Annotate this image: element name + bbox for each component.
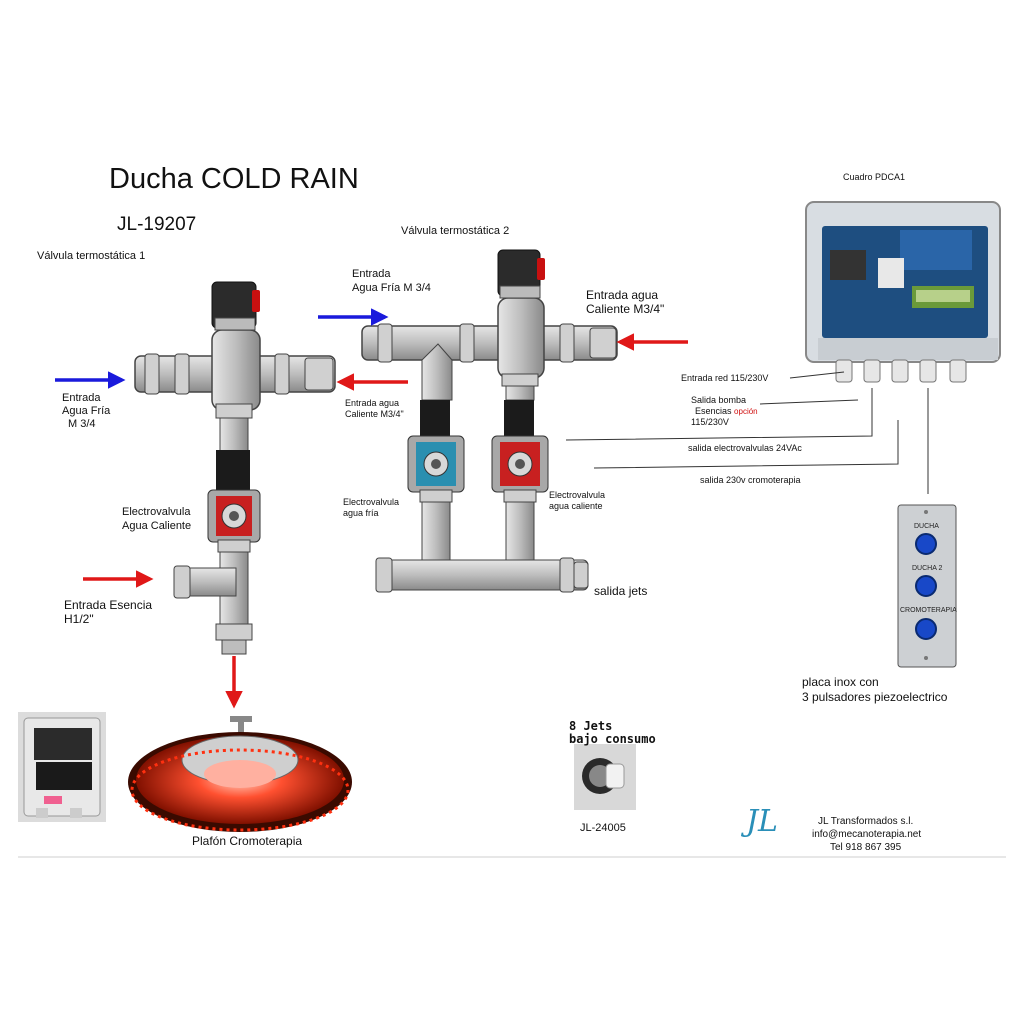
controller-photo	[18, 712, 106, 822]
chromotherapy-lamp	[128, 716, 352, 832]
button-label-ducha-2: DUCHA 2	[912, 565, 943, 572]
jets-code: JL-24005	[580, 822, 626, 834]
lamp-caption: Plafón Cromoterapia	[192, 834, 303, 848]
valve-1-hot-inlet-label: Entrada agua Caliente M3/4"	[345, 398, 404, 419]
valves-output-label: salida electrovalvulas 24VAc	[688, 443, 802, 453]
valve-2-hot-inlet-label: Entrada agua Caliente M3/4"	[586, 288, 665, 316]
button-cromoterapia	[915, 618, 937, 640]
button-ducha-2	[915, 575, 937, 597]
flow-arrows	[55, 308, 688, 709]
thermostatic-valve-1	[134, 281, 336, 655]
page-title: Ducha COLD RAIN	[109, 163, 359, 195]
valve-2-cold-inlet-label: Entrada Agua Fría M 3/4	[352, 268, 431, 294]
button-panel-caption: placa inox con 3 pulsadores piezoelectri…	[802, 675, 948, 704]
control-box-pdca1	[805, 201, 1001, 383]
jet-nozzle-photo	[574, 744, 636, 810]
button-label-cromoterapia: CROMOTERAPIA	[900, 607, 957, 614]
button-label-ducha: DUCHA	[914, 523, 939, 530]
wiring-lines	[565, 371, 929, 494]
essence-inlet-label: Entrada Esencia H1/2"	[64, 598, 153, 626]
jets-title: 8 Jets bajo consumo	[569, 719, 656, 746]
chromo-output-label: salida 230v cromoterapia	[700, 475, 801, 485]
company-info: JL Transformados s.l. info@mecanoterapia…	[812, 816, 922, 853]
jets-outlet-label: salida jets	[594, 584, 648, 598]
button-panel	[897, 504, 957, 668]
thermostatic-valve-2	[361, 249, 618, 593]
valve-2-cold-solenoid-label: Electrovalvula agua fría	[343, 497, 400, 518]
company-logo: JL	[746, 804, 778, 839]
button-ducha	[915, 533, 937, 555]
valve-1-cold-inlet-label: Entrada Agua Fría M 3/4	[62, 392, 111, 430]
pump-output-label: Salida bomba Esencias opción 115/230V	[691, 395, 758, 427]
power-input-label: Entrada red 115/230V	[681, 373, 769, 383]
valve-2-label: Válvula termostática 2	[401, 225, 510, 237]
valve-1-solenoid-label: Electrovalvula Agua Caliente	[122, 506, 192, 532]
valve-2-hot-solenoid-label: Electrovalvula agua caliente	[549, 490, 606, 511]
valve-1-label: Válvula termostática 1	[37, 250, 146, 262]
model-code: JL-19207	[117, 214, 197, 235]
control-box-label: Cuadro PDCA1	[843, 172, 906, 182]
